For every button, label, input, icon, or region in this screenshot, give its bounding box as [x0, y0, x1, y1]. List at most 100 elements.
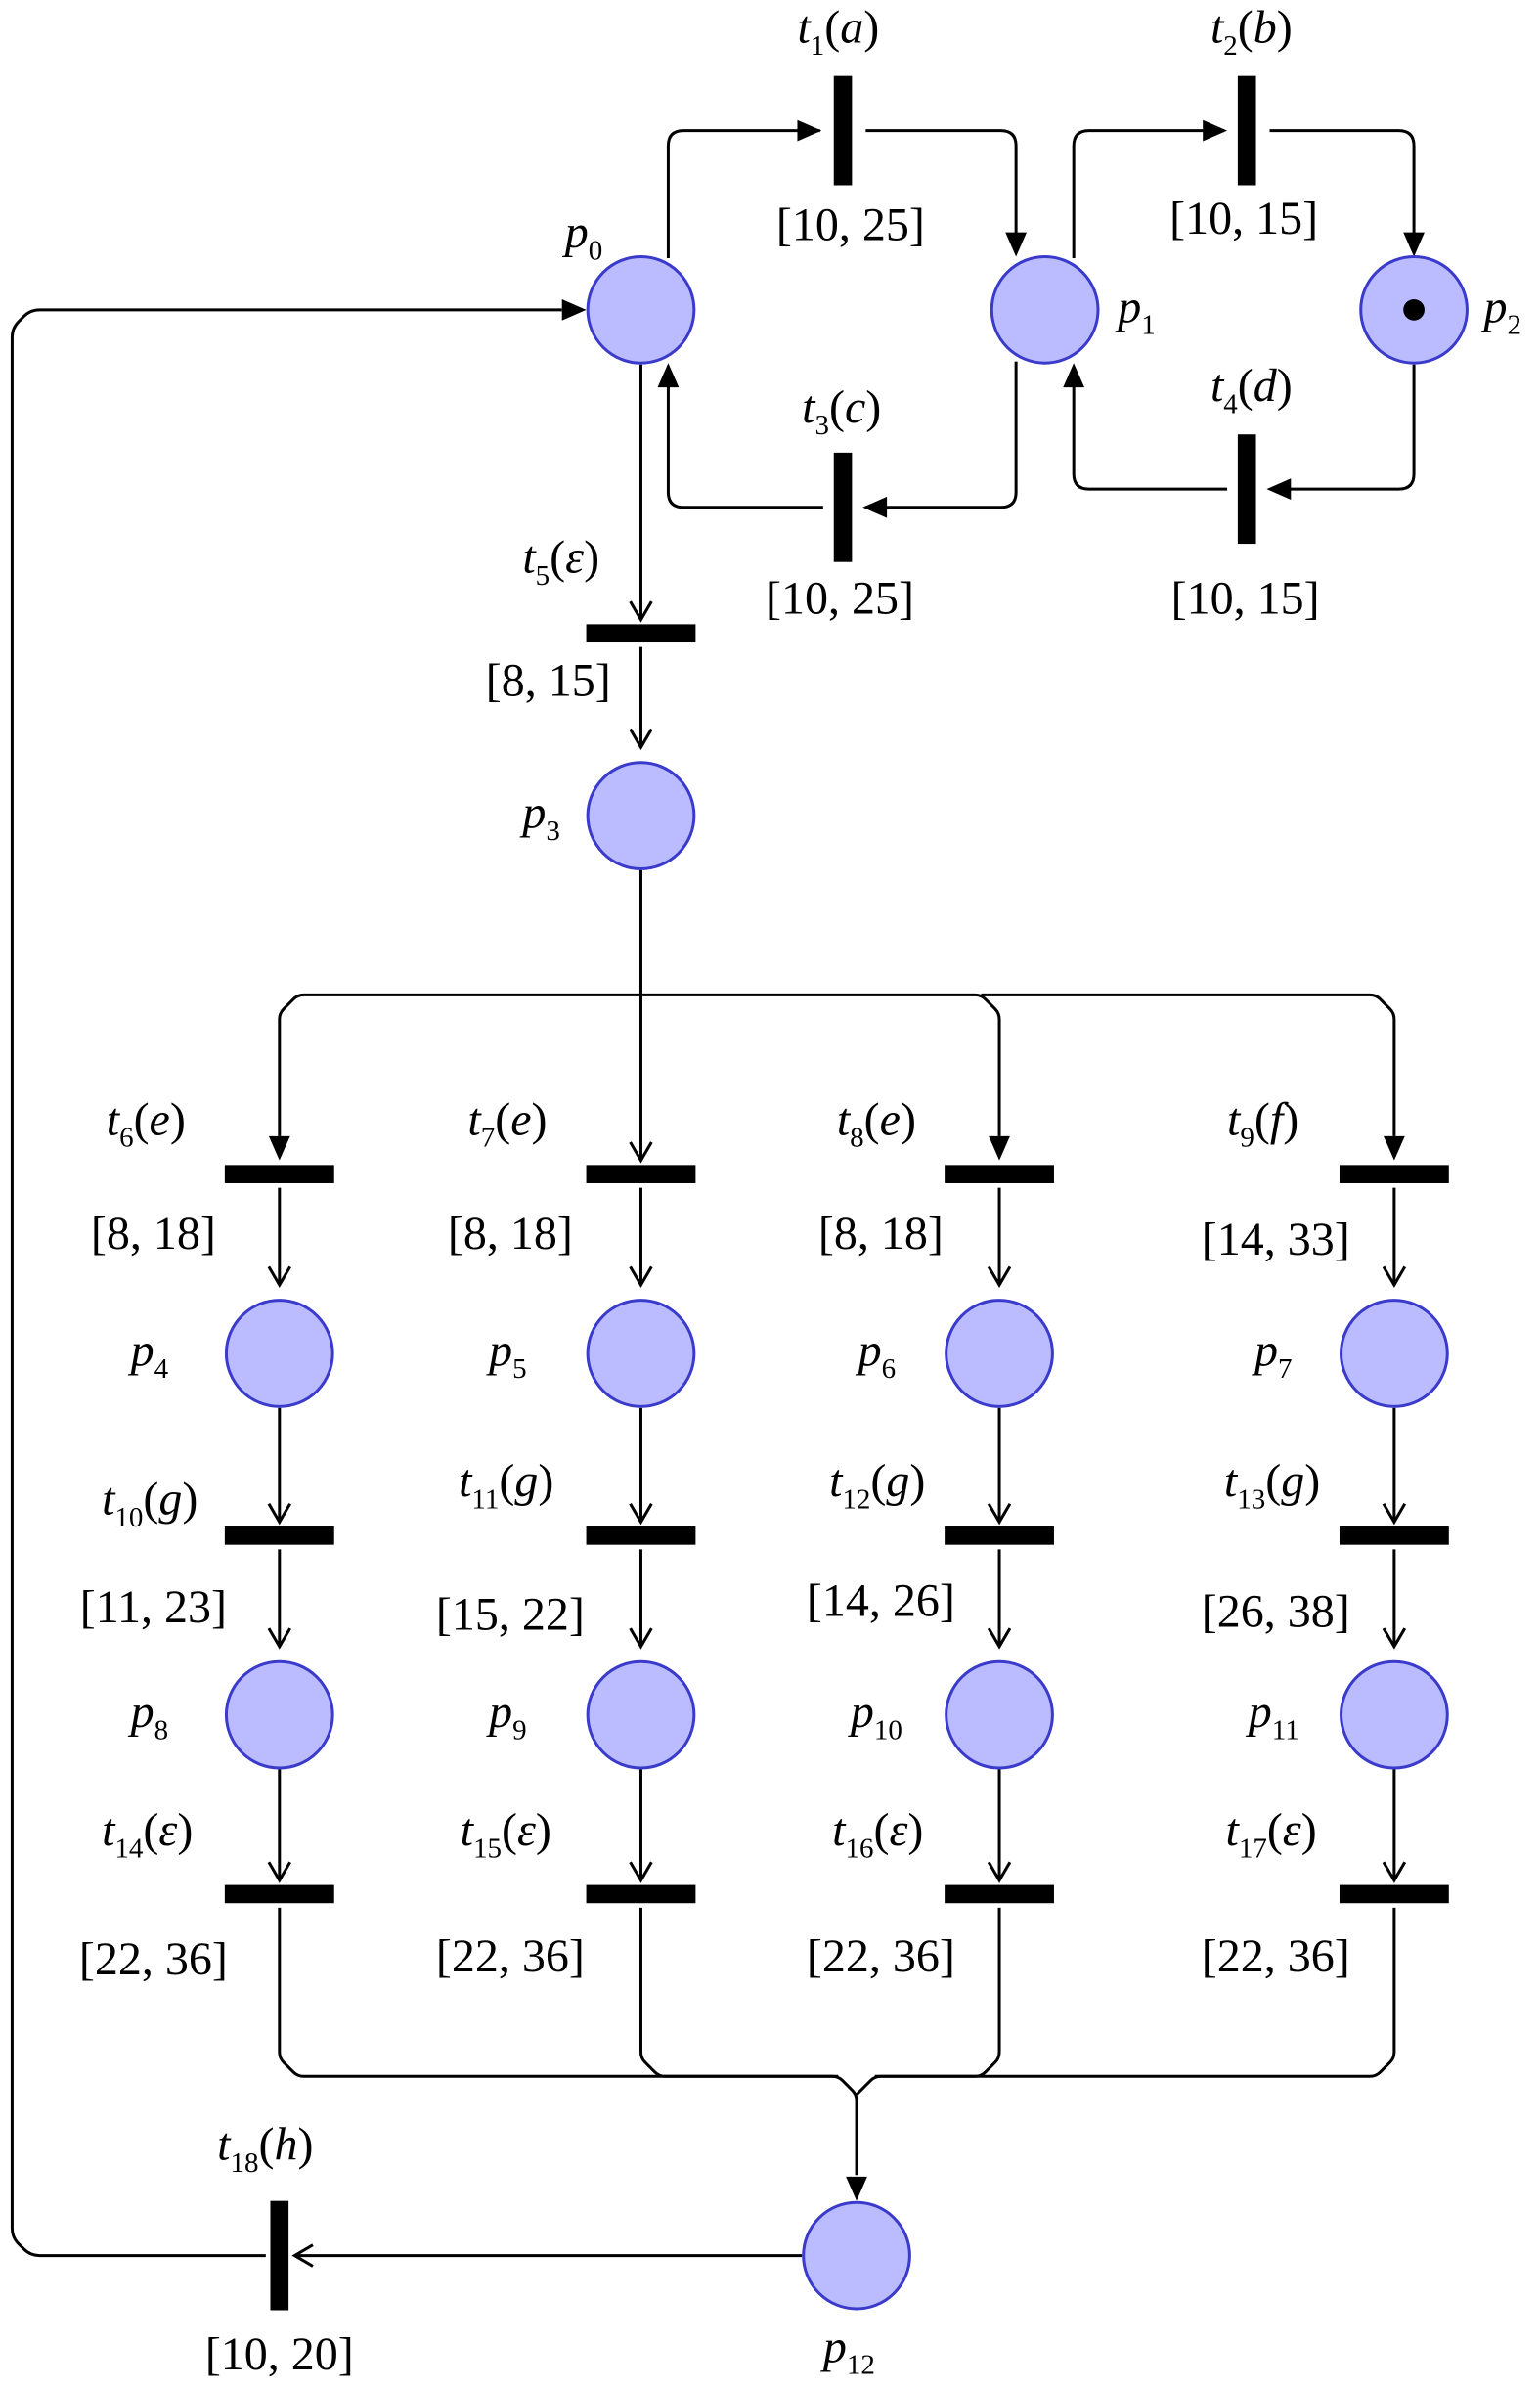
interval-t6: [8, 18] — [91, 1208, 216, 1260]
arc-t14-p12 — [278, 1907, 858, 2176]
transition-label-t11: t11(g) — [459, 1455, 553, 1515]
arrowhead-p5 — [629, 1265, 653, 1289]
arrowhead-p3 — [629, 728, 653, 751]
arrowhead-t16 — [987, 1861, 1012, 1883]
interval-t3: [10, 25] — [766, 573, 914, 625]
arc-t17-p12 — [874, 1907, 1396, 2078]
arrowhead-t5 — [629, 600, 653, 623]
transition-label-t6: t6(e) — [107, 1093, 186, 1153]
interval-t5: [8, 15] — [486, 654, 611, 706]
arrowhead-p1 — [1005, 232, 1027, 257]
arc-p3-t9 — [981, 993, 1396, 1136]
token-p2 — [1403, 298, 1425, 321]
interval-t14: [22, 36] — [79, 1933, 228, 1985]
arrowhead-p8 — [267, 1627, 291, 1650]
transition-label-t15: t15(ε) — [461, 1804, 551, 1864]
transition-t17 — [1339, 1884, 1449, 1904]
arcs — [10, 119, 1425, 2268]
transition-t11 — [586, 1526, 696, 1545]
transition-t3 — [833, 452, 853, 562]
arc-t1-p1 — [865, 129, 1018, 241]
arrowhead-t17 — [1382, 1861, 1407, 1883]
interval-t18: [10, 20] — [205, 2328, 354, 2380]
arrowhead-t11 — [629, 1502, 653, 1526]
arrowhead-t12 — [987, 1502, 1012, 1526]
arrowhead-p12 — [846, 2176, 867, 2201]
arrowhead-t2 — [1203, 119, 1228, 142]
arrowhead-t9 — [1384, 1135, 1405, 1161]
place-p12 — [802, 2200, 911, 2311]
interval-t9: [14, 33] — [1202, 1214, 1350, 1265]
arrowhead-t7 — [629, 1141, 653, 1164]
interval-t15: [22, 36] — [436, 1930, 585, 1982]
transition-label-t5: t5(ε) — [522, 532, 599, 592]
arc-t4-p1 — [1072, 379, 1228, 491]
place-label-p10: p10 — [848, 1686, 902, 1746]
arc-p3-t8 — [640, 993, 1001, 1136]
arrowhead-p2 — [1403, 232, 1425, 257]
transition-label-t3: t3(c) — [802, 381, 881, 441]
transition-t8 — [945, 1165, 1054, 1183]
arrowhead-p0b — [561, 298, 587, 321]
interval-t12: [14, 26] — [807, 1575, 955, 1627]
arrowhead-p1b — [1063, 363, 1085, 388]
interval-t1: [10, 25] — [776, 199, 925, 250]
transition-label-t18: t18(h) — [217, 2119, 313, 2179]
arrowhead-t15 — [629, 1861, 653, 1883]
transition-label-t2: t2(b) — [1210, 1, 1293, 61]
transition-label-t8: t8(e) — [837, 1093, 916, 1153]
arrowhead-t4 — [1266, 478, 1292, 501]
place-p7 — [1340, 1299, 1449, 1408]
place-label-p6: p6 — [856, 1324, 897, 1384]
arrowhead-t6 — [268, 1135, 290, 1161]
place-p11 — [1340, 1659, 1449, 1770]
transition-t10 — [224, 1526, 334, 1545]
place-label-p2: p2 — [1481, 281, 1522, 340]
place-label-p4: p4 — [128, 1324, 169, 1384]
arrowhead-t14 — [267, 1861, 291, 1883]
place-p3 — [586, 761, 696, 870]
place-p0 — [586, 255, 696, 365]
transition-label-t10: t10(g) — [102, 1474, 198, 1533]
transition-t15 — [586, 1884, 696, 1904]
place-p8 — [224, 1659, 334, 1770]
interval-t8: [8, 18] — [818, 1208, 944, 1260]
place-p5 — [586, 1299, 696, 1408]
transition-label-t9: t9(f) — [1227, 1093, 1298, 1153]
transition-t13 — [1339, 1526, 1449, 1545]
place-label-p0: p0 — [562, 206, 603, 266]
arrowhead-p6 — [987, 1265, 1012, 1289]
interval-t10: [11, 23] — [80, 1581, 227, 1633]
arc-t2-p2 — [1269, 129, 1416, 241]
place-p10 — [945, 1659, 1054, 1770]
transition-t9 — [1339, 1165, 1449, 1183]
transition-t7 — [586, 1165, 696, 1183]
place-p1 — [990, 255, 1100, 365]
place-label-p3: p3 — [519, 787, 560, 847]
interval-t17: [22, 36] — [1202, 1930, 1350, 1982]
arrowhead-p4 — [267, 1265, 291, 1289]
transition-label-t7: t7(e) — [467, 1093, 547, 1153]
transition-label-t14: t14(ε) — [102, 1804, 193, 1864]
place-label-p8: p8 — [128, 1686, 169, 1746]
transition-t18 — [270, 2200, 289, 2311]
transition-t1 — [833, 75, 853, 186]
place-p9 — [586, 1659, 696, 1770]
place-label-p11: p11 — [1246, 1686, 1299, 1746]
interval-t2: [10, 15] — [1169, 193, 1318, 244]
place-label-p9: p9 — [486, 1686, 527, 1746]
interval-t7: [8, 18] — [448, 1208, 573, 1260]
arrowhead-t3 — [862, 496, 888, 518]
nodes — [224, 75, 1469, 2311]
arrowhead-t10 — [267, 1502, 291, 1526]
transition-label-t13: t13(g) — [1224, 1455, 1320, 1515]
transition-t4 — [1237, 434, 1256, 545]
transition-t12 — [945, 1526, 1054, 1545]
transition-label-t17: t17(ε) — [1225, 1804, 1316, 1864]
interval-t13: [26, 38] — [1202, 1586, 1350, 1638]
interval-t4: [10, 15] — [1171, 573, 1320, 625]
transition-t16 — [945, 1884, 1054, 1904]
transition-label-t12: t12(g) — [829, 1455, 925, 1515]
